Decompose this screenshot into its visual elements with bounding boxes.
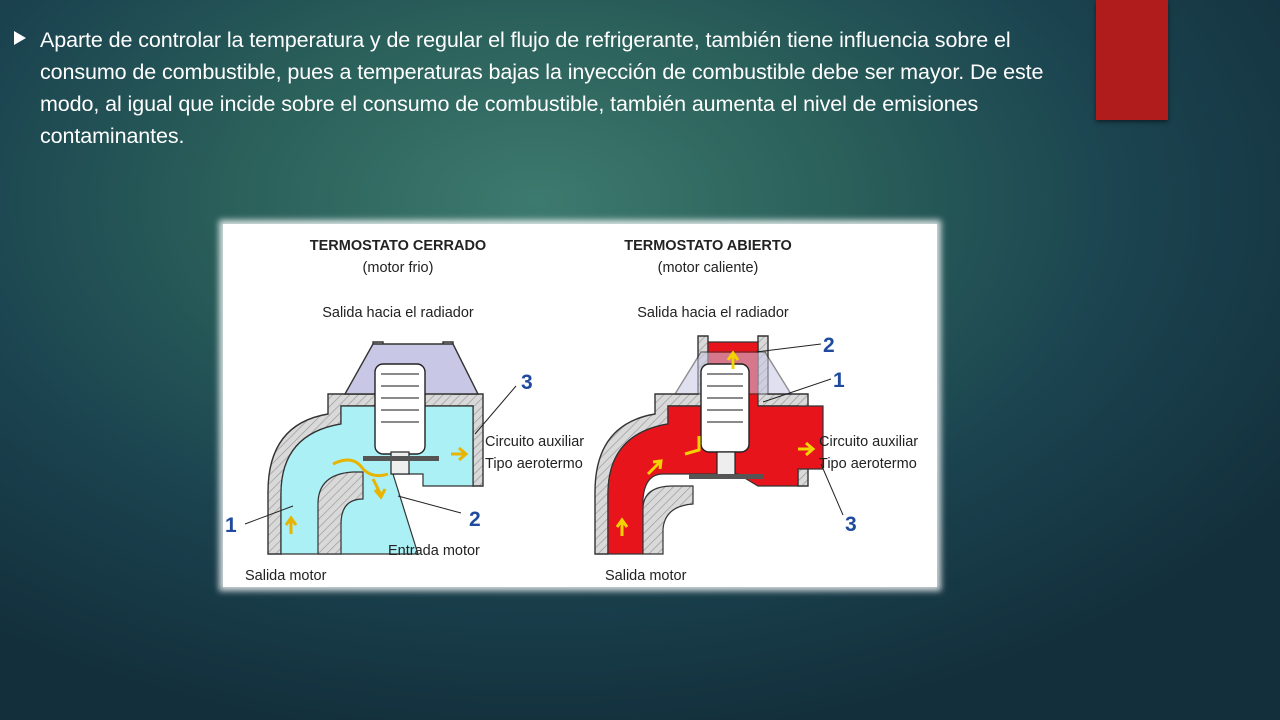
open-flow-arrow	[798, 441, 816, 457]
open-outlet-label: Salida hacia el radiador	[637, 305, 789, 321]
open-callout-1: 1	[833, 369, 845, 392]
open-piston	[716, 451, 736, 477]
bullet-item: Aparte de controlar la temperatura y de …	[14, 24, 1074, 152]
closed-piston	[390, 451, 410, 475]
open-callout-line-2	[755, 343, 822, 353]
body-paragraph: Aparte de controlar la temperatura y de …	[40, 28, 1044, 148]
open-aux-label-2: Tipo aerotermo	[819, 456, 917, 472]
open-flow-arrow	[646, 459, 663, 476]
open-callout-2: 2	[823, 334, 835, 357]
closed-callout-line-1	[244, 505, 294, 525]
open-subtitle: (motor caliente)	[658, 260, 759, 276]
closed-thermostat-body	[374, 363, 426, 455]
open-engine-outlet-label: Salida motor	[605, 568, 687, 584]
closed-flow-arrow	[284, 515, 298, 534]
open-spring	[707, 373, 743, 423]
open-flow-arrow	[726, 350, 740, 369]
thermostat-diagram-svg: TERMOSTATO CERRADO (motor frio) Salida h…	[225, 238, 918, 584]
open-inner-wall	[642, 485, 694, 555]
thermostat-diagram: TERMOSTATO CERRADO (motor frio) Salida h…	[223, 224, 937, 587]
open-flow-arrow	[684, 436, 701, 456]
closed-valve-plate	[363, 456, 439, 461]
closed-flow-arrow	[332, 458, 389, 478]
open-flow-arrow	[615, 517, 629, 536]
open-title: TERMOSTATO ABIERTO	[624, 238, 792, 254]
closed-engine-inlet-label: Entrada motor	[388, 543, 480, 559]
open-aux-label-1: Circuito auxiliar	[819, 434, 918, 450]
closed-subtitle: (motor frio)	[363, 260, 434, 276]
triangle-bullet-icon	[14, 31, 26, 45]
open-thermostat-body	[700, 363, 750, 453]
open-callout-line-1	[762, 378, 832, 403]
closed-spring	[381, 373, 419, 423]
closed-title: TERMOSTATO CERRADO	[310, 238, 486, 254]
closed-inner-wall	[317, 471, 364, 555]
closed-callout-line-2	[397, 495, 462, 514]
closed-flow-arrow	[451, 446, 469, 462]
open-callout-3: 3	[845, 513, 857, 536]
closed-callout-1: 1	[225, 514, 237, 537]
closed-callout-2: 2	[469, 508, 481, 531]
closed-callout-line-3	[474, 385, 517, 435]
closed-thermostat: TERMOSTATO CERRADO (motor frio) Salida h…	[225, 238, 584, 584]
closed-aux-label-1: Circuito auxiliar	[485, 434, 584, 450]
accent-bar	[1096, 0, 1168, 120]
open-valve-plate	[689, 474, 763, 479]
closed-outlet-label: Salida hacia el radiador	[322, 305, 474, 321]
open-callout-line-3	[820, 463, 844, 516]
closed-flow-arrow	[371, 478, 387, 500]
open-thermostat: TERMOSTATO ABIERTO (motor caliente) Sali…	[594, 238, 918, 584]
closed-engine-outlet-label: Salida motor	[245, 568, 327, 584]
closed-aux-label-2: Tipo aerotermo	[485, 456, 583, 472]
closed-callout-3: 3	[521, 371, 533, 394]
